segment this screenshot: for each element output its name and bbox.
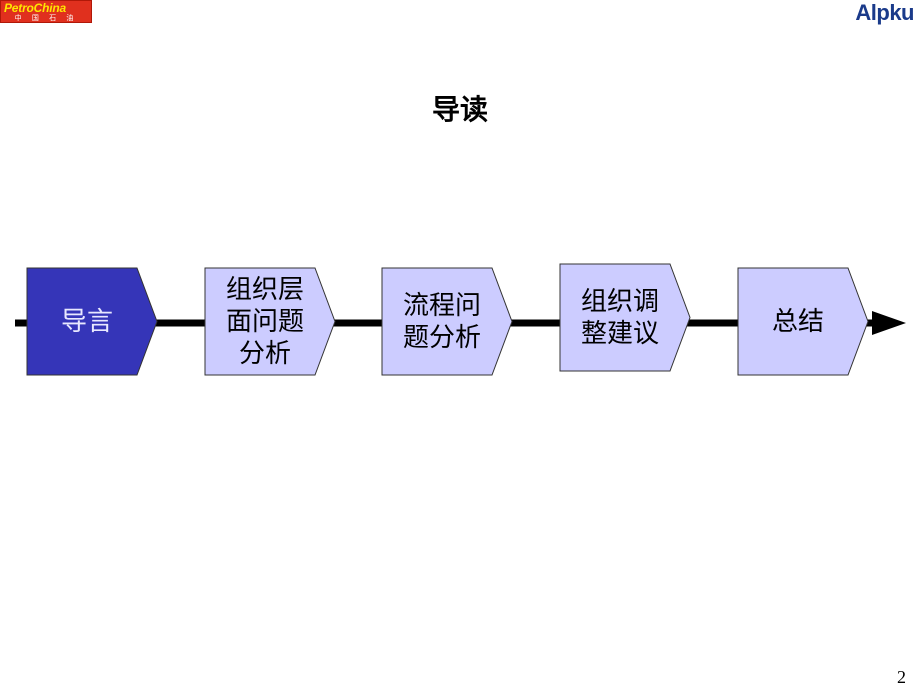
alpku-logo: Alpku [855, 0, 914, 25]
petrochina-logo-subtitle: 中 国 石 油 [14, 14, 78, 22]
timeline-step-label: 总结 [771, 306, 824, 337]
timeline-step-shape [737, 267, 869, 376]
petrochina-logo-brand: PetroChina [4, 1, 67, 15]
timeline-step-label: 流程问 题分析 [402, 290, 481, 353]
timeline-step-shape [26, 267, 158, 376]
timeline-step-shape [559, 263, 691, 372]
page-number: 2 [897, 667, 906, 687]
timeline-step-shape [381, 267, 513, 376]
page-title: 导读 [431, 93, 488, 126]
timeline-step-label: 导言 [60, 306, 113, 337]
timeline-step-shape [204, 267, 336, 376]
petrochina-logo: PetroChina 中 国 石 油 [0, 0, 92, 23]
timeline-arrowhead [872, 311, 906, 335]
timeline-step-label: 组织层 面问题 分析 [225, 274, 304, 369]
timeline-step-label: 组织调 整建议 [580, 286, 659, 349]
